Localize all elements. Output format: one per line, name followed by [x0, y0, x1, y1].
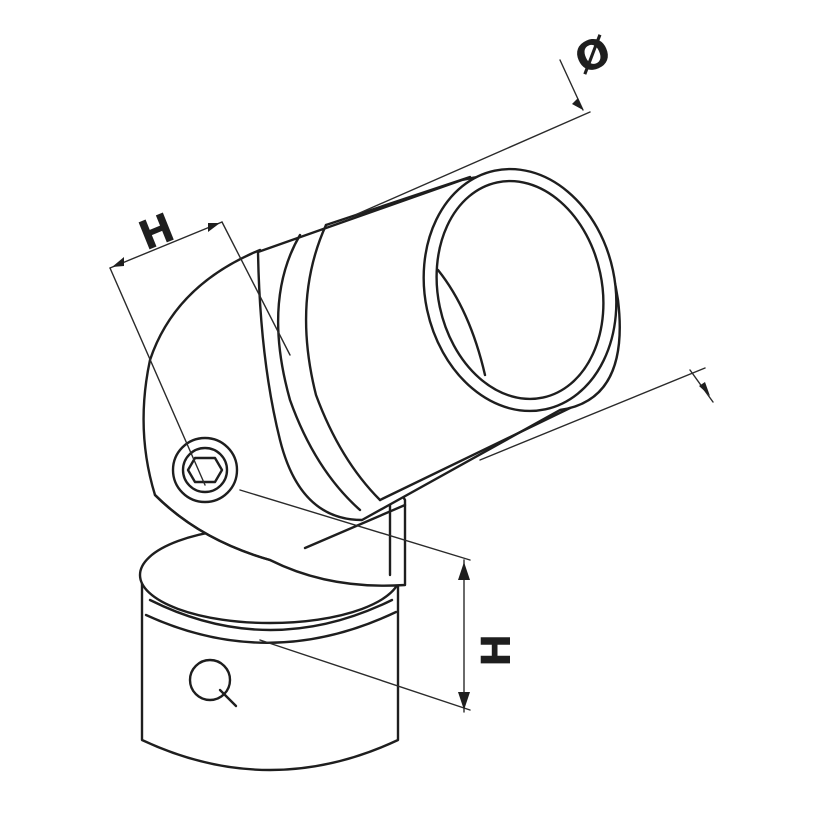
side-height-dimension: H	[239, 489, 520, 713]
hex-socket-icon	[171, 436, 239, 504]
side-height-label: H	[474, 634, 520, 667]
top-height-label: H	[133, 205, 181, 260]
upper-tube	[256, 167, 621, 522]
thumb-screw-icon	[188, 658, 238, 708]
diameter-label: Ø	[568, 28, 618, 84]
